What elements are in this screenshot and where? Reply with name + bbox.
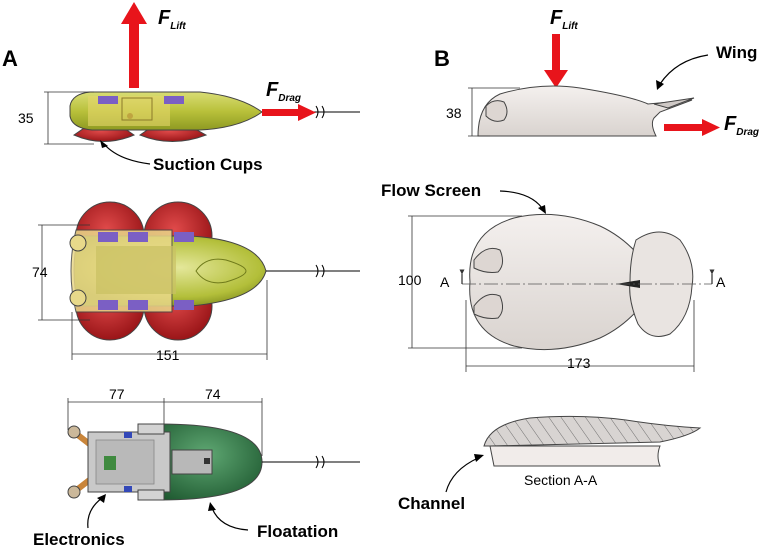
connector-top xyxy=(124,432,132,438)
top-view-a xyxy=(69,201,360,341)
leg-top-1 xyxy=(69,234,87,252)
clip-top-6 xyxy=(174,300,194,310)
electronics-leader-head xyxy=(97,494,106,503)
flow-screen-side xyxy=(477,85,693,137)
dim-a-top-length-label: 151 xyxy=(156,347,180,363)
flow-screen-leader-head xyxy=(538,205,546,214)
callout-channel: Channel xyxy=(398,494,465,513)
dim-b-top-length xyxy=(465,300,695,372)
electronics-leader xyxy=(87,497,103,529)
section-channel xyxy=(489,445,661,467)
dim-a-side-height xyxy=(44,91,94,145)
floatation-leader xyxy=(211,507,249,531)
tether-break-side xyxy=(315,105,325,119)
channel-leader xyxy=(445,457,479,493)
dim-b-side-height-label: 38 xyxy=(446,105,462,121)
dim-b-top-width xyxy=(408,215,522,349)
wing-leader xyxy=(659,54,709,85)
dim-a-bottom-front-label: 77 xyxy=(109,386,125,402)
suction-cups-leader-head xyxy=(100,140,108,148)
bottom-view-a xyxy=(67,423,360,501)
clip-top-5 xyxy=(128,300,148,310)
lift-force-label-b: FLift xyxy=(550,7,578,32)
drag-force-label-b: FDrag xyxy=(724,113,759,138)
screen-lobe-top-1 xyxy=(473,247,504,273)
section-hatched-body xyxy=(483,415,702,447)
dim-a-bottom-lengths xyxy=(67,398,263,456)
callout-electronics: Electronics xyxy=(33,530,125,548)
electronics-tab-top xyxy=(137,423,165,435)
connector-bottom xyxy=(124,486,132,492)
dim-a-bottom-rear-label: 74 xyxy=(205,386,221,402)
wing-leader-head xyxy=(656,80,664,90)
bay-frame-side xyxy=(121,97,153,121)
screen-lobe-top-2 xyxy=(473,293,504,319)
floatation-leader-head xyxy=(208,502,216,511)
electronics-tab-bottom xyxy=(137,489,165,501)
tether-break-top xyxy=(315,264,325,278)
clip-top-2 xyxy=(128,232,148,242)
clip-side-2 xyxy=(164,96,184,104)
dim-a-top-width xyxy=(38,224,90,321)
callout-suction-cups: Suction Cups xyxy=(153,155,263,174)
wing-side xyxy=(653,97,695,109)
dim-a-top-width-label: 74 xyxy=(32,264,48,280)
callout-flow-screen: Flow Screen xyxy=(381,181,481,200)
battery-terminal xyxy=(204,458,210,464)
suction-cups-leader xyxy=(103,143,151,165)
screw-side xyxy=(127,113,133,119)
section-view xyxy=(483,415,702,467)
foot-bottom-2 xyxy=(67,485,81,499)
lift-force-label-a: FLift xyxy=(158,7,186,32)
clip-top-3 xyxy=(174,232,194,242)
flow-screen-top xyxy=(469,213,656,351)
drag-force-arrow-b xyxy=(664,119,720,136)
clip-top-1 xyxy=(98,232,118,242)
tether-break-bottom xyxy=(315,455,325,469)
panel-label-b: B xyxy=(434,46,450,71)
flow-screen-leader xyxy=(499,190,543,209)
callout-wing: Wing xyxy=(716,43,757,62)
top-view-b xyxy=(459,213,715,351)
sensor-dome-top xyxy=(195,258,247,284)
dim-b-side-height xyxy=(468,87,520,137)
section-label: Section A-A xyxy=(524,472,598,488)
side-view-b xyxy=(477,85,695,137)
electronics-chip xyxy=(104,456,116,470)
callout-floatation: Floatation xyxy=(257,522,338,541)
clip-top-4 xyxy=(98,300,118,310)
screen-lobe-side xyxy=(485,100,508,122)
clip-side-1 xyxy=(98,96,118,104)
panel-label-a: A xyxy=(2,46,18,71)
lift-force-arrow-a xyxy=(121,2,147,88)
lift-force-arrow-b xyxy=(544,34,568,88)
foot-bottom-1 xyxy=(67,425,81,439)
dim-a-side-height-label: 35 xyxy=(18,110,34,126)
board-top xyxy=(96,246,176,294)
channel-leader-head xyxy=(474,454,484,462)
dim-b-top-width-label: 100 xyxy=(398,272,422,288)
dim-a-top-length xyxy=(71,280,268,360)
leg-top-2 xyxy=(69,289,87,307)
drag-force-arrow-a xyxy=(262,104,316,121)
section-marker-left: A xyxy=(440,274,450,290)
section-marker-right: A xyxy=(716,274,726,290)
side-view-a xyxy=(69,91,360,142)
drag-force-label-a: FDrag xyxy=(266,79,301,104)
dim-b-top-length-label: 173 xyxy=(567,355,591,371)
